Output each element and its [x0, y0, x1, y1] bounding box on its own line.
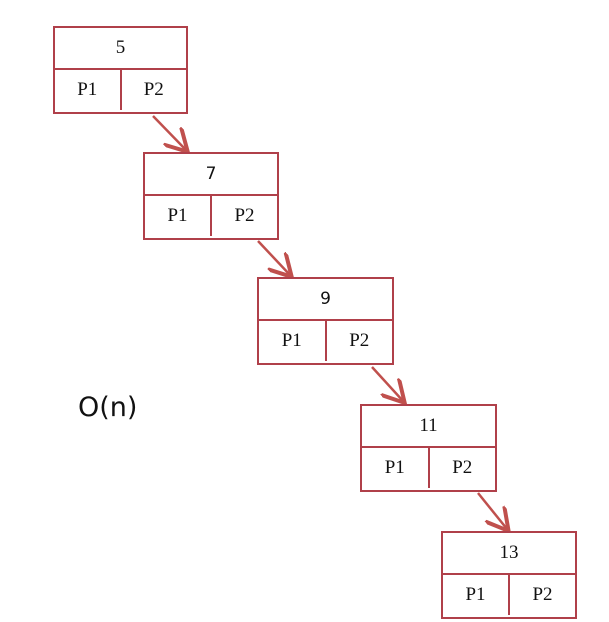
node-11: 11 P1 P2: [360, 404, 497, 492]
pointer-p2: P2: [324, 321, 393, 361]
pointer-p2: P2: [427, 448, 496, 488]
node-7: 7 P1 P2: [143, 152, 279, 240]
node-5: 5 P1 P2: [53, 26, 188, 114]
arrow-9-to-11: [371, 366, 403, 401]
pointer-p2: P2: [210, 196, 277, 236]
pointer-p1: P1: [465, 584, 486, 605]
pointer-p2: P2: [119, 70, 187, 110]
complexity-label: O(n): [78, 392, 138, 423]
arrow-5-to-7: [152, 115, 186, 150]
pointer-p2: P2: [508, 575, 575, 615]
arrow-7-to-9: [257, 240, 290, 275]
node-value: 11: [362, 406, 495, 448]
pointer-p1: P1: [167, 205, 188, 226]
arrow-11-to-13: [477, 492, 507, 529]
pointer-p1: P1: [281, 330, 302, 351]
node-9: 9 P1 P2: [257, 277, 394, 365]
node-value: 5: [55, 28, 186, 70]
pointer-p1: P1: [77, 79, 98, 100]
node-value: 13: [443, 533, 575, 575]
pointer-p1: P1: [384, 457, 405, 478]
node-13: 13 P1 P2: [441, 531, 577, 619]
node-value: 9: [259, 279, 392, 321]
node-value: 7: [145, 154, 277, 196]
